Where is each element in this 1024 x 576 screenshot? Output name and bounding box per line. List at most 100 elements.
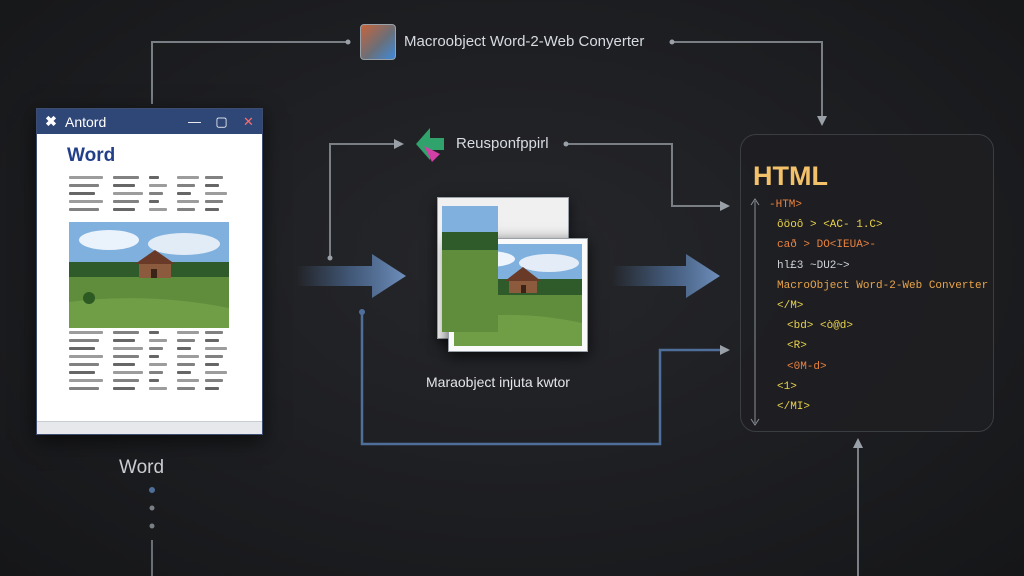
word-label: Word (119, 457, 165, 478)
text-line (177, 200, 199, 203)
text-line (69, 387, 99, 390)
wire-responsive-out (566, 143, 730, 211)
text-line (205, 363, 219, 366)
text-line (205, 208, 219, 211)
text-line (113, 387, 135, 390)
text-line (149, 379, 159, 382)
text-line (177, 347, 191, 350)
text-line (149, 387, 167, 390)
word-status-bar (37, 421, 262, 434)
code-line: </M> (777, 300, 804, 312)
injector-label: Maraobject injuta kwtor (426, 374, 570, 390)
text-line (205, 379, 223, 382)
word-window-title: Antord (65, 113, 107, 130)
html-output-panel: HTML -HTM>ôöoô > <AC- 1.C>cað > DO<IEUA>… (740, 134, 994, 432)
text-line (177, 355, 199, 358)
text-line (205, 339, 219, 342)
text-line (149, 200, 159, 203)
wire-dot (359, 309, 365, 315)
text-line (149, 355, 159, 358)
responsive-label: Reusponfppirl (456, 135, 549, 152)
code-line: MacroObject Word-2-Web Converter (777, 279, 989, 292)
text-line (113, 208, 135, 211)
text-line (177, 371, 191, 374)
wire-dot (669, 39, 675, 45)
text-line (69, 176, 103, 179)
wire-dot (149, 487, 155, 493)
wire-dot (149, 505, 155, 511)
wire-dot (345, 39, 351, 45)
code-line: <1> (777, 380, 797, 393)
text-line (177, 176, 199, 179)
document-heading: Word (67, 145, 116, 166)
code-line: -HTM> (769, 199, 803, 211)
image-stack-back-photo (442, 206, 498, 332)
text-line (177, 192, 191, 195)
text-line (149, 176, 159, 179)
text-line (149, 192, 163, 195)
text-line (177, 331, 199, 334)
wire-dot (563, 141, 569, 147)
text-line (177, 379, 199, 382)
text-line (69, 208, 99, 211)
converter-app-icon (360, 24, 396, 60)
text-line (113, 363, 135, 366)
html-panel-title: HTML (753, 161, 828, 191)
wire-dot (149, 523, 155, 529)
wire-bottom (360, 312, 730, 446)
text-line (149, 347, 163, 350)
text-line (69, 192, 95, 195)
maximize-button[interactable]: ▢ (215, 113, 228, 129)
wire-top (151, 41, 822, 124)
code-line: <bd> <ò@d> (787, 320, 854, 333)
text-line (69, 355, 103, 358)
text-line (177, 387, 195, 390)
code-line: cað > DO<IEUA>- (777, 239, 877, 252)
text-line (149, 371, 163, 374)
text-line (149, 184, 167, 187)
text-line (69, 363, 99, 366)
close-button[interactable]: ✕ (243, 113, 254, 129)
text-line (69, 371, 95, 374)
code-line: <R> (787, 340, 807, 353)
word-titlebar: ✖ Antord — ▢ ✕ (37, 109, 262, 134)
text-line (113, 192, 143, 195)
text-line (205, 176, 223, 179)
text-line (205, 387, 219, 390)
text-line (177, 208, 195, 211)
text-line (113, 176, 139, 179)
text-line (113, 200, 139, 203)
word-app-icon: ✖ (45, 113, 57, 129)
text-line (205, 184, 219, 187)
text-line (113, 331, 139, 334)
code-gutter-line (750, 198, 760, 426)
text-line (177, 184, 195, 187)
text-line (69, 200, 103, 203)
text-line (69, 347, 95, 350)
text-line (113, 347, 143, 350)
text-line (205, 331, 223, 334)
text-line (205, 347, 227, 350)
minimize-button[interactable]: — (188, 114, 201, 129)
text-line (69, 379, 103, 382)
text-line (149, 339, 167, 342)
converter-label: Macroobject Word-2-Web Conyerter (404, 33, 645, 50)
text-line (149, 363, 167, 366)
word-document-window: ✖ Antord — ▢ ✕ Word (36, 108, 263, 435)
text-line (205, 371, 227, 374)
image-stack-front (448, 238, 588, 352)
text-line (149, 331, 159, 334)
text-line (113, 184, 135, 187)
text-line (69, 184, 99, 187)
text-line (113, 371, 143, 374)
text-line (205, 355, 223, 358)
text-line (177, 339, 195, 342)
code-line: hl£3 ~DU2~> (777, 259, 850, 272)
code-line: <0M-d> (787, 360, 827, 373)
document-photo (69, 222, 229, 328)
text-line (113, 379, 139, 382)
responsive-icon (416, 128, 444, 162)
wire-responsive (329, 139, 404, 258)
text-line (149, 208, 167, 211)
